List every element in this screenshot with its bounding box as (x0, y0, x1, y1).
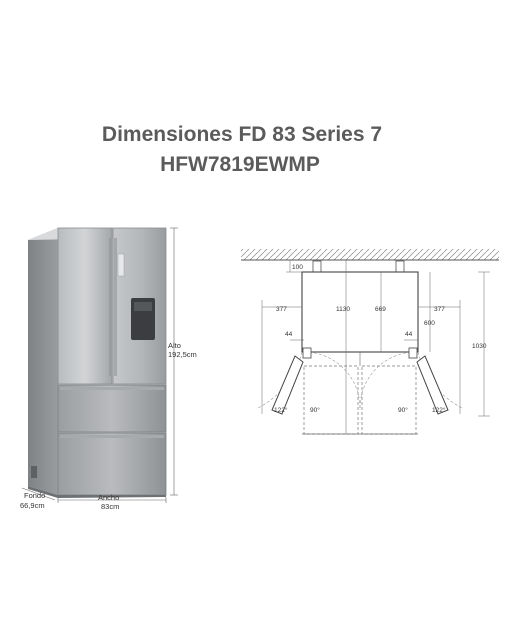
dim-wall-gap: 100 (292, 264, 303, 271)
angle-outer-right: 122° (432, 406, 446, 414)
dim-hinge-right: 44 (405, 331, 413, 338)
plan-view-diagram (241, 249, 499, 435)
angle-inner-left: 90° (310, 406, 320, 414)
dim-body-depth: 669 (375, 306, 386, 313)
dim-door-clearance: 600 (424, 320, 435, 327)
model-number: HFW7819EWMP (160, 153, 320, 176)
angle-inner-right: 90° (398, 406, 408, 414)
lower-drawer (57, 432, 167, 496)
fridge-foot (31, 466, 37, 478)
right-handle (114, 238, 117, 376)
height-label: Alto (168, 341, 181, 350)
fridge-image (28, 227, 167, 498)
dim-hinge-left: 44 (285, 331, 293, 338)
fridge-body-outline (301, 271, 419, 353)
width-value: 83cm (101, 502, 119, 511)
dim-side-right: 377 (434, 306, 445, 313)
fridge-dimension-lines (21, 227, 178, 503)
dim-side-left: 377 (276, 306, 287, 313)
fridge-side-panel (28, 228, 58, 495)
height-value: 192,5cm (168, 350, 197, 359)
dim-open-depth: 1030 (472, 343, 487, 350)
width-label: Ancho (98, 493, 119, 502)
upper-drawer (57, 384, 167, 433)
left-open-door (271, 355, 304, 415)
depth-value: 66,9cm (20, 501, 45, 510)
left-handle (109, 238, 112, 376)
depth-label: Fondo (24, 491, 45, 500)
page-title: Dimensiones FD 83 Series 7 (101, 123, 383, 146)
angle-outer-left: 122° (274, 406, 288, 414)
dim-depth-closed: 1130 (336, 306, 350, 313)
right-open-door (416, 355, 449, 415)
plan-dimension-lines (261, 260, 490, 434)
left-door (57, 227, 113, 385)
control-display (117, 253, 125, 277)
wall-hatch (241, 249, 499, 260)
